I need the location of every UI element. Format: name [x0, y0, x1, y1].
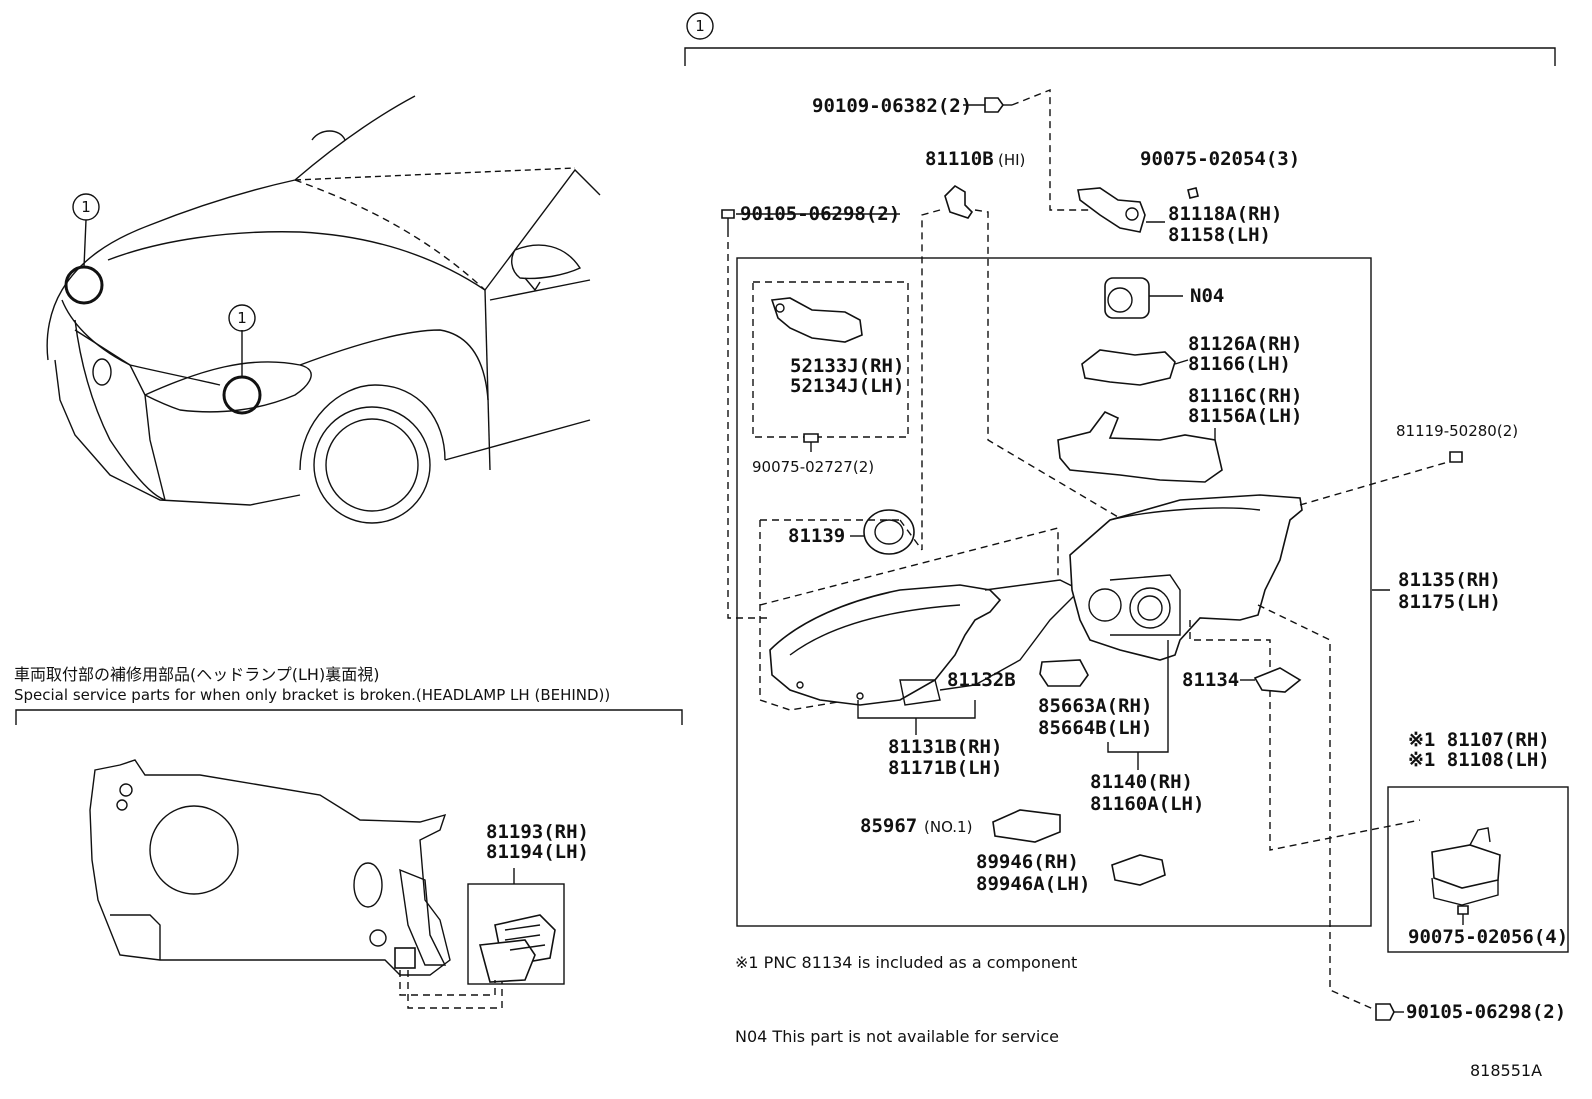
label-81156a: 81156A(LH): [1188, 405, 1302, 427]
label-n04: N04: [1190, 285, 1224, 307]
assembly-callout-marker: 1: [695, 17, 705, 35]
label-81166: 81166(LH): [1188, 353, 1291, 375]
label-85967-suffix: (NO.1): [924, 818, 972, 836]
label-81132b: 81132B: [947, 669, 1016, 691]
screw-90075-02054: [1187, 187, 1199, 199]
label-81193: 81193(RH): [486, 821, 589, 843]
label-81119: 81119-50280(2): [1396, 422, 1518, 440]
label-81116c: 81116C(RH): [1188, 385, 1302, 407]
seal-81139: [850, 509, 915, 555]
assembly-bracket: [684, 47, 1556, 66]
screw-81119: [1449, 451, 1463, 463]
section-title-en: Special service parts for when only brac…: [14, 686, 610, 704]
label-85664b: 85664B(LH): [1038, 717, 1152, 739]
label-90075-02056: 90075-02056(4): [1408, 926, 1568, 948]
label-90109: 90109-06382(2): [812, 95, 972, 117]
label-90105-top: 90105-06298(2): [740, 203, 900, 225]
ballast-81107: [1431, 827, 1501, 925]
bracket-box: [467, 883, 565, 985]
car-illustration: 1 1: [46, 95, 601, 524]
bracket-group-52133j: [752, 281, 909, 438]
callout-marker-1a: 1: [81, 198, 91, 216]
label-81171b: 81171B(LH): [888, 757, 1002, 779]
section-bracket: [15, 709, 683, 725]
headlamp-housing-81135: [1069, 494, 1303, 661]
note-pnc-81134: ※1 PNC 81134 is included as a component: [735, 953, 1077, 972]
label-90105-bottom: 90105-06298(2): [1406, 1001, 1566, 1023]
headlamp-rear-view: [89, 759, 451, 976]
gasket-81134: [1240, 667, 1302, 693]
label-81175: 81175(LH): [1398, 591, 1501, 613]
bracket-52133j: [770, 297, 863, 343]
label-81107: ※1 81107(RH): [1408, 729, 1550, 751]
note-n04: N04 This part is not available for servi…: [735, 1027, 1059, 1046]
label-81134: 81134: [1182, 669, 1239, 691]
callout-marker-1b: 1: [237, 309, 247, 327]
label-52134j: 52134J(LH): [790, 375, 904, 397]
bulb-81110b: [944, 184, 974, 219]
label-89946a: 89946A(LH): [976, 873, 1090, 895]
label-81110b: 81110B: [925, 148, 994, 170]
section-title-jp: 車両取付部の補修用部品(ヘッドランプ(LH)裏面視): [14, 665, 379, 684]
screw-90105-bottom: [1375, 1003, 1404, 1021]
ballast-box: [1387, 786, 1569, 953]
label-90075-02727: 90075-02727(2): [752, 458, 874, 476]
screw-90105-top: [721, 209, 735, 230]
label-81131b: 81131B(RH): [888, 736, 1002, 758]
label-81139: 81139: [788, 525, 845, 547]
screw-90109: [984, 97, 1012, 113]
ecu-89946: [1111, 854, 1166, 886]
label-81110b-suffix: (HI): [998, 151, 1025, 169]
label-81160a: 81160A(LH): [1090, 793, 1204, 815]
assembly-callout-circle: [686, 12, 714, 40]
bracket-parts: [478, 914, 556, 983]
label-81108: ※1 81108(LH): [1408, 749, 1550, 771]
label-81140: 81140(RH): [1090, 771, 1193, 793]
label-81194: 81194(LH): [486, 841, 589, 863]
label-81135: 81135(RH): [1398, 569, 1501, 591]
screw-90075-02727: [803, 433, 819, 452]
label-89946: 89946(RH): [976, 851, 1079, 873]
housing-81126a: [1081, 349, 1189, 386]
label-81118a: 81118A(RH): [1168, 203, 1282, 225]
label-81126a: 81126A(RH): [1188, 333, 1302, 355]
label-90075-02054: 90075-02054(3): [1140, 148, 1300, 170]
label-52133j: 52133J(RH): [790, 355, 904, 377]
extension-81116c: [1057, 411, 1223, 483]
label-81158: 81158(LH): [1168, 224, 1271, 246]
ecu-85967: [992, 809, 1061, 843]
label-85967: 85967: [860, 815, 917, 837]
assembly-frame: [736, 257, 1372, 927]
module-85663a: [1039, 659, 1089, 687]
diagram-id: 818551A: [1470, 1061, 1542, 1080]
projector-n04: [1104, 277, 1183, 319]
label-85663a: 85663A(RH): [1038, 695, 1152, 717]
headlamp-lens-81132b: [769, 584, 1002, 706]
bracket-81118a: [1077, 187, 1146, 233]
